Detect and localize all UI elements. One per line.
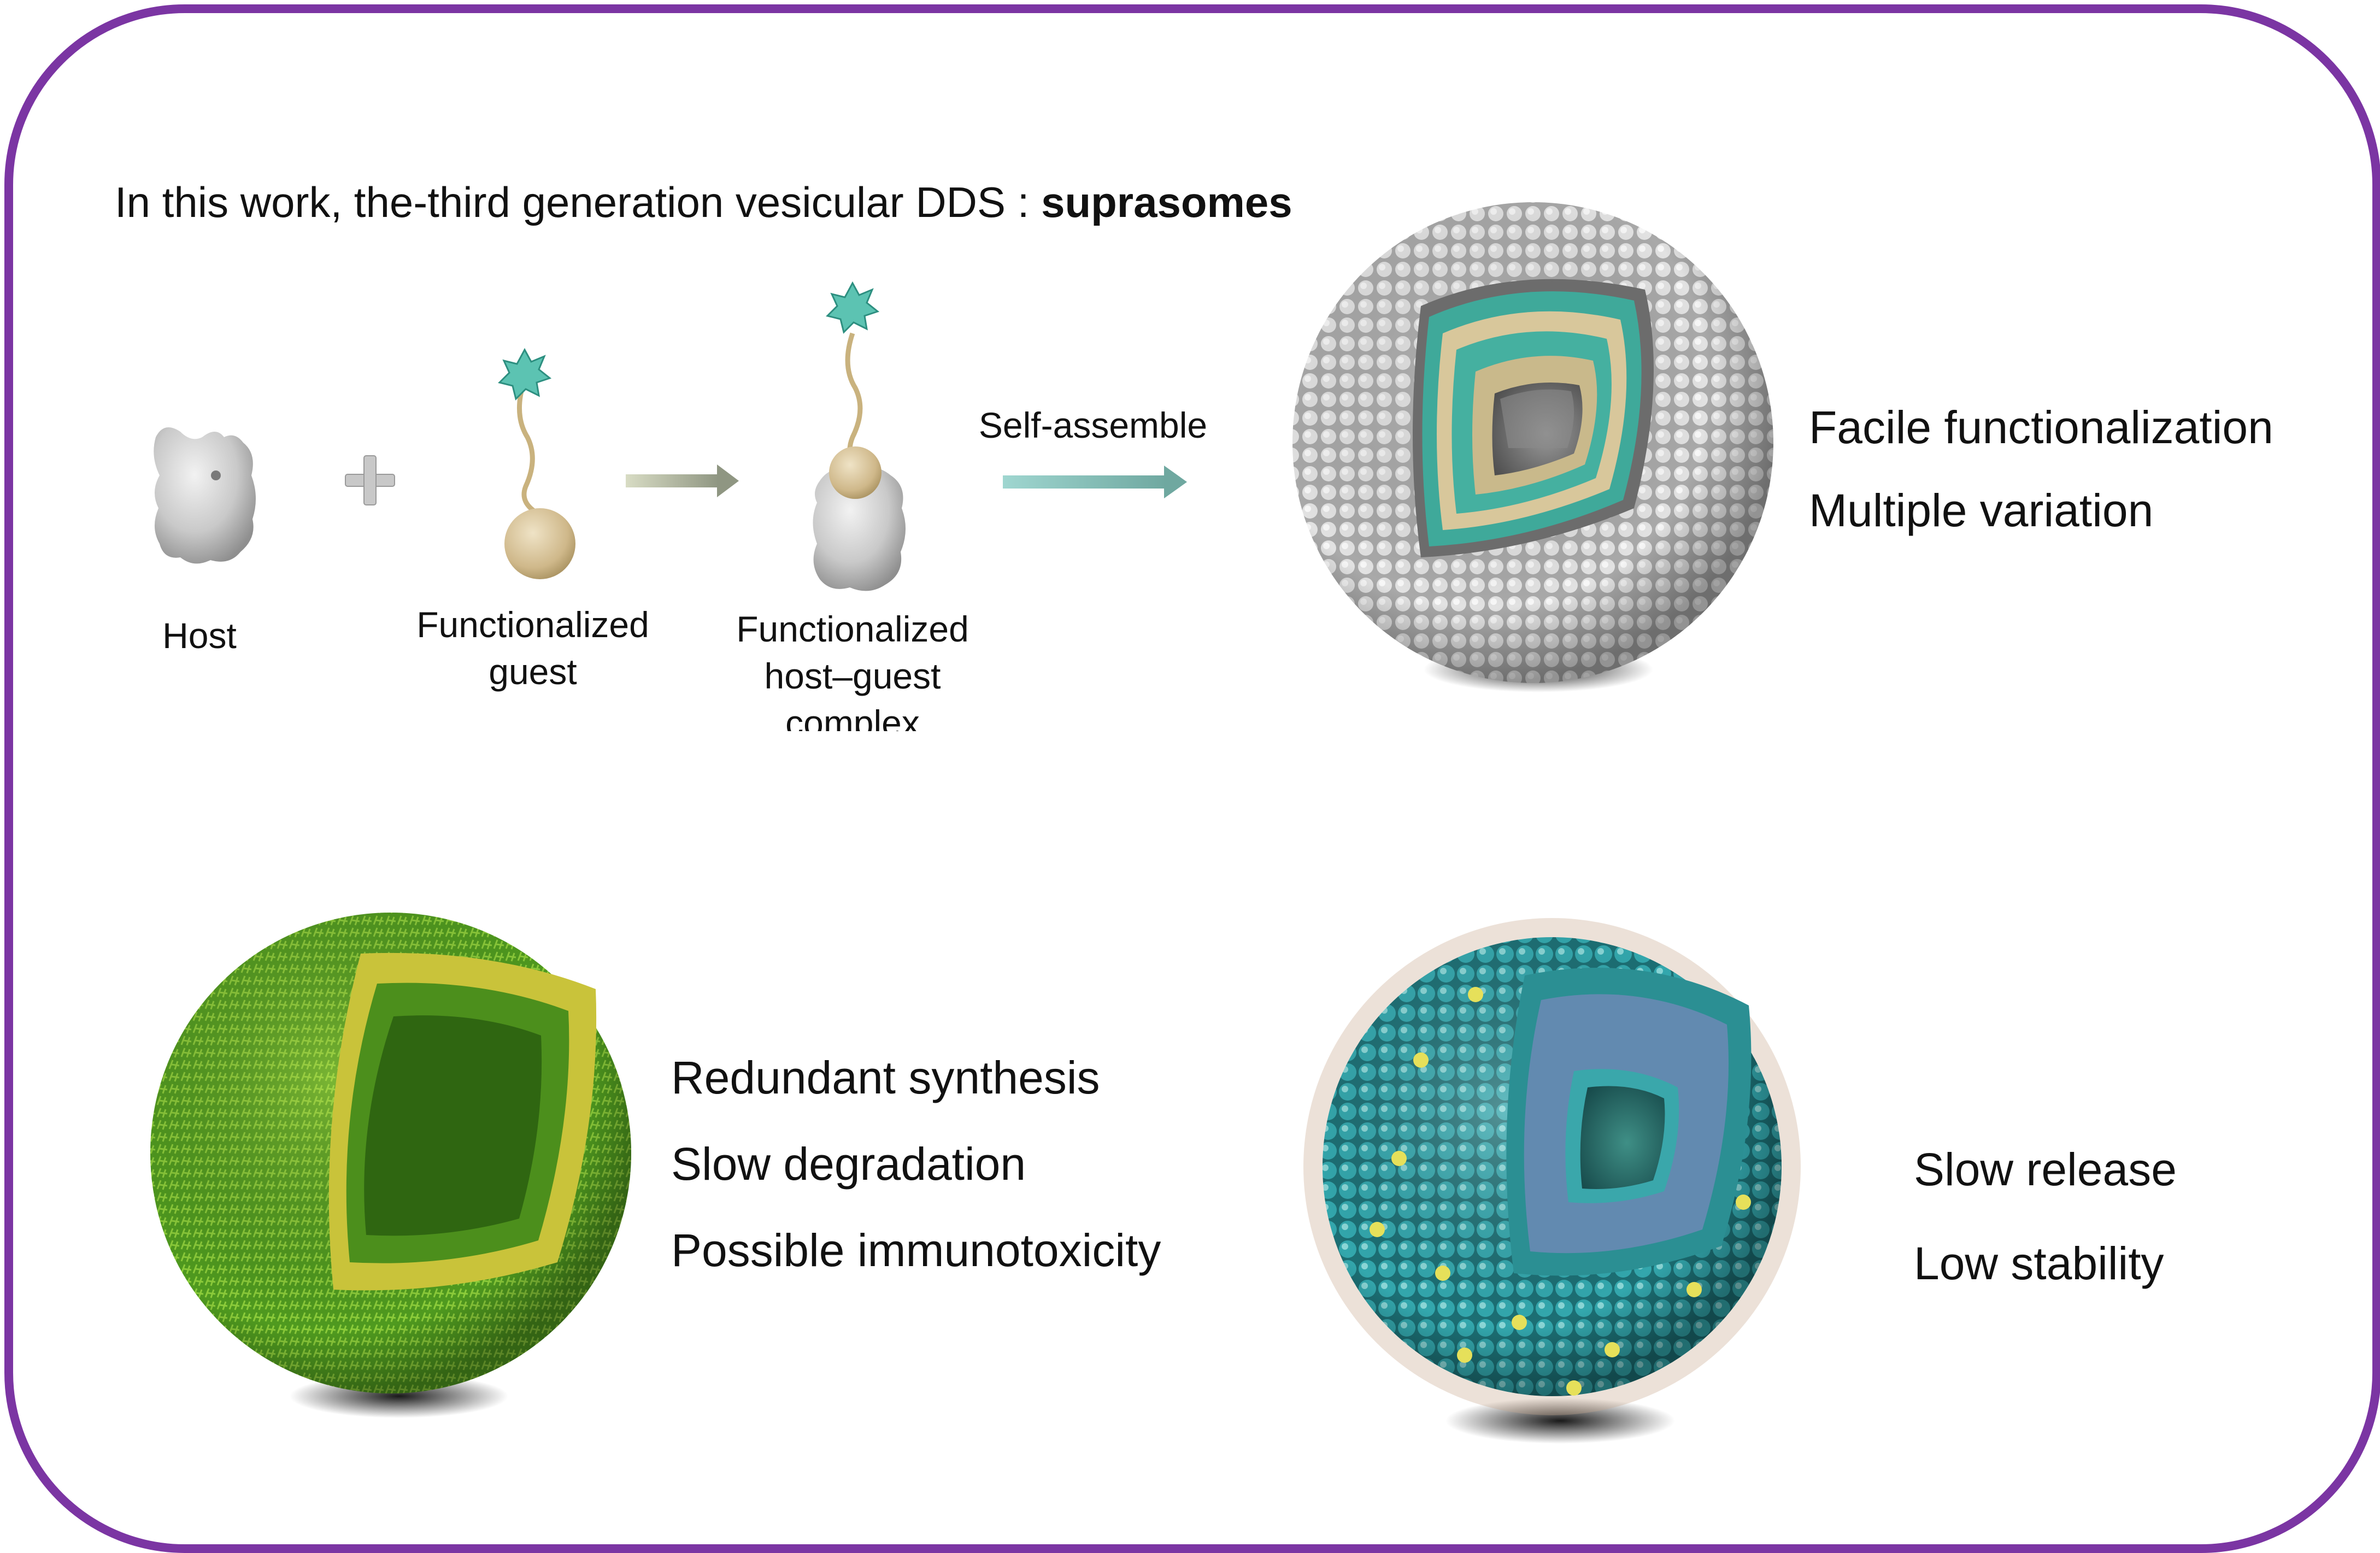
complex-label-line1: Functionalized <box>736 609 969 649</box>
liposome-feature-2: Low stability <box>1914 1238 2164 1289</box>
suprasome-feature-1: Facile functionalization <box>1809 402 2273 453</box>
liposome-feature-1: Slow release <box>1914 1144 2177 1195</box>
suprasome-feature-2: Multiple variation <box>1809 485 2154 536</box>
host-molecule-icon <box>154 427 256 564</box>
title-emphasis: suprasomes <box>1041 178 1292 226</box>
polymersome-sphere-icon <box>150 913 631 1418</box>
guest-molecule-icon <box>498 348 575 579</box>
complex-label-line2: host–guest <box>764 656 941 696</box>
polymersome-feature-2: Slow degradation <box>671 1138 1026 1190</box>
complex-molecule-icon <box>813 281 906 591</box>
guest-label-line1: Functionalized <box>416 604 649 645</box>
self-assemble-label: Self-assemble <box>978 405 1208 445</box>
guest-label-line2: guest <box>489 651 577 692</box>
liposome-sphere-icon <box>1303 918 1801 1444</box>
polymersome-feature-3: Possible immunotoxicity <box>671 1225 1161 1276</box>
host-label: Host <box>162 615 237 656</box>
suprasome-sphere-icon <box>1292 202 1773 692</box>
page-title: In this work, the-third generation vesic… <box>115 178 1292 227</box>
polymersome-feature-1: Redundant synthesis <box>671 1052 1100 1103</box>
star-icon <box>498 348 552 401</box>
complex-label-line3: complex <box>785 703 920 731</box>
plus-icon <box>345 455 395 505</box>
arrow-icon <box>626 464 739 497</box>
star-icon <box>826 281 880 334</box>
self-assemble-arrow-icon <box>1003 466 1187 498</box>
title-prefix: In this work, the-third generation vesic… <box>115 178 1042 226</box>
